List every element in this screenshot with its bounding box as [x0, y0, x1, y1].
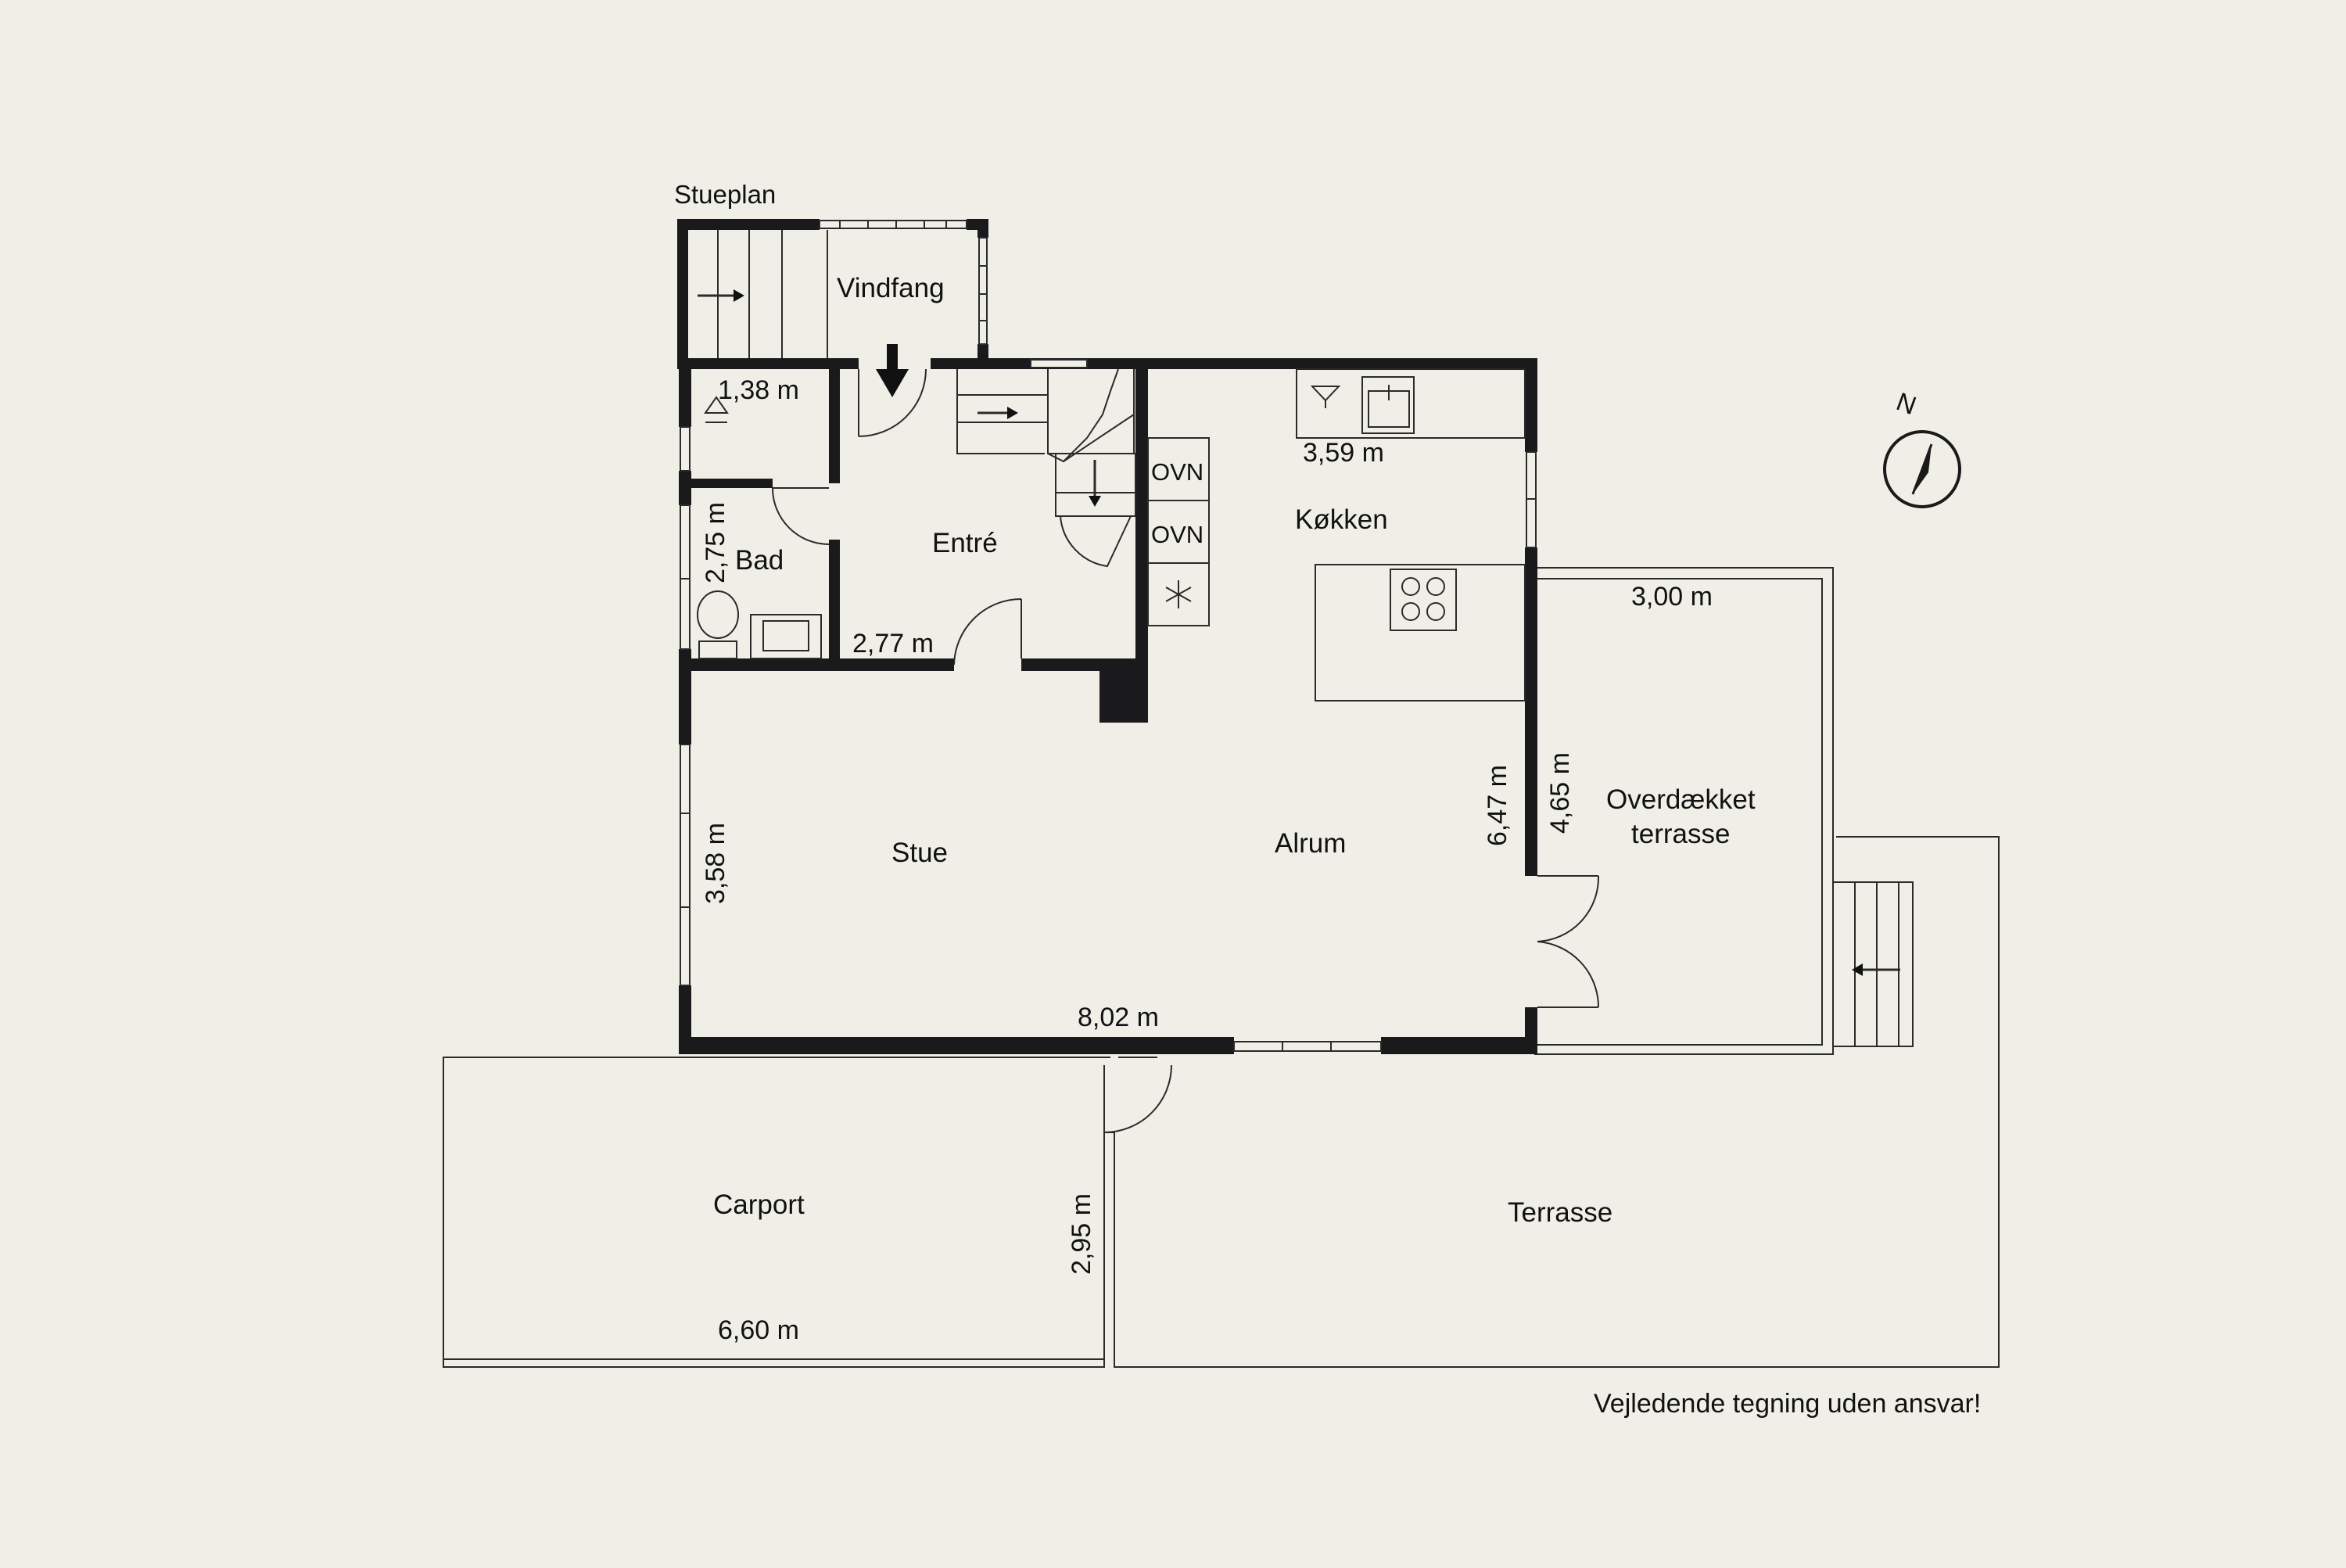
- snowflake-icon: [1165, 580, 1192, 608]
- room-stue: Stue: [891, 838, 948, 868]
- dimension-3-00: 3,00 m: [1631, 582, 1713, 612]
- cocktail-glass-icon: [1310, 386, 1341, 408]
- exterior-walls: [677, 219, 1537, 1054]
- terrace-steps: [1832, 881, 1914, 1047]
- north-label: N: [1892, 386, 1920, 420]
- windows: [680, 220, 1537, 1052]
- terrasse-outline: [1104, 836, 2000, 1368]
- covered-terrace-outline: [1534, 567, 1834, 1055]
- oven-label-1: OVN: [1151, 458, 1203, 486]
- room-carport: Carport: [713, 1189, 805, 1220]
- room-terrasse: Terrasse: [1508, 1197, 1612, 1228]
- dimension-3-58: 3,58 m: [701, 823, 730, 904]
- entrance-arrow-icon: [876, 344, 909, 397]
- sink-icon: [1368, 385, 1410, 428]
- plan-title: Stueplan: [674, 180, 776, 209]
- room-overdaekket-line1: Overdækket: [1606, 784, 1756, 815]
- disclaimer: Vejledende tegning uden ansvar!: [1594, 1389, 1981, 1419]
- room-entre: Entré: [932, 528, 998, 558]
- room-bad: Bad: [735, 545, 784, 576]
- interior-walls: [688, 358, 1148, 723]
- compass-icon: [1883, 430, 1961, 508]
- dimension-4-65: 4,65 m: [1545, 752, 1575, 834]
- cooktop-icon: [1401, 577, 1445, 621]
- doors: [772, 368, 1600, 1133]
- room-alrum: Alrum: [1275, 828, 1346, 859]
- dimension-6-47: 6,47 m: [1483, 765, 1512, 846]
- dimension-3-59: 3,59 m: [1303, 438, 1384, 468]
- dimension-2-75: 2,75 m: [701, 502, 730, 583]
- dimension-8-02: 8,02 m: [1078, 1003, 1159, 1032]
- dimension-6-60: 6,60 m: [718, 1315, 799, 1345]
- dimension-2-95: 2,95 m: [1067, 1193, 1096, 1275]
- dimension-2-77: 2,77 m: [852, 629, 934, 658]
- kitchen-counters: [1147, 368, 1526, 701]
- staircase: [956, 368, 1136, 568]
- bathroom-fixtures: [697, 396, 822, 659]
- oven-label-2: OVN: [1151, 521, 1203, 548]
- room-overdaekket-line2: terrasse: [1631, 819, 1730, 849]
- carport-outline: [443, 1057, 1110, 1368]
- entry-steps: [698, 230, 828, 358]
- room-koekken: Køkken: [1295, 504, 1388, 535]
- room-vindfang: Vindfang: [837, 273, 945, 303]
- dimension-1-38: 1,38 m: [718, 375, 799, 405]
